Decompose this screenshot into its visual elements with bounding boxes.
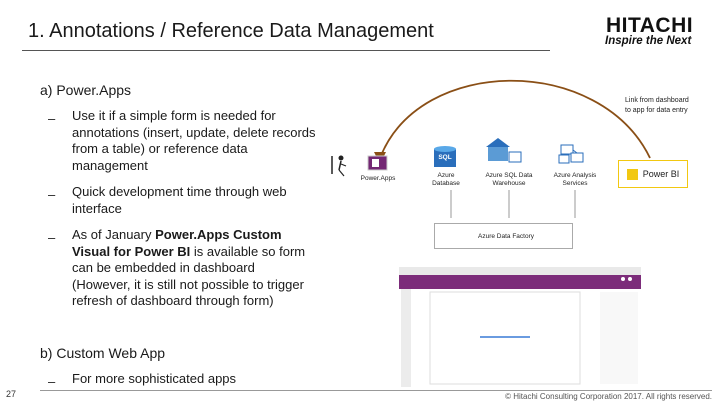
azure-database-icon [434,146,456,167]
copyright: © Hitachi Consulting Corporation 2017. A… [505,392,712,401]
bullet-text-bold: Power.Apps Custom Visual for Power BI [72,227,282,259]
label-powerbi: Power BI [642,169,680,179]
label-azure-dw: Azure SQL Data Warehouse [485,172,533,187]
page-number: 27 [6,389,17,399]
hitachi-tagline: Inspire the Next [605,35,692,47]
bullet-text-post: is available so form can be embedded in … [72,243,306,309]
bullet-quick-dev: Quick development time through web inter… [72,184,287,216]
data-factory-box [434,223,573,249]
title-rule [22,50,550,51]
analysis-services-icon [558,144,584,164]
bullet-custom-visual: As of January Power.Apps Custom Visual f… [72,227,307,310]
bullet-dash: – [48,374,56,389]
powerbi-badge: Power BI [618,160,688,188]
user-icon [331,155,347,177]
footer-rule [40,390,712,391]
label-data-factory: Azure Data Factory [478,233,534,240]
section-b-heading: b) Custom Web App [40,345,166,361]
label-analysis-services: Azure Analysis Services [553,172,597,187]
sql-badge: SQL [438,154,452,161]
hitachi-logo: HITACHI [606,14,694,37]
bullet-dash: – [48,187,56,202]
section-a-heading: a) Power.Apps [40,82,132,98]
bullet-sophisticated: For more sophisticated apps [72,371,237,386]
powerbi-screenshot [399,267,641,387]
bullet-dash: – [48,111,56,126]
bullet-dash: – [48,230,56,245]
label-azure-database: Azure Database [432,172,460,187]
label-powerapps: Power.Apps [360,175,396,182]
arc-note: Link from dashboard to app for data entr… [625,97,689,114]
bullet-text-pre: As of January [72,227,156,242]
data-warehouse-icon [486,138,522,163]
arc-connector [379,80,651,159]
powerbi-icon [626,168,638,180]
slide-title: 1. Annotations / Reference Data Manageme… [28,20,434,42]
bullet-use-form: Use it if a simple form is needed for an… [72,108,316,173]
